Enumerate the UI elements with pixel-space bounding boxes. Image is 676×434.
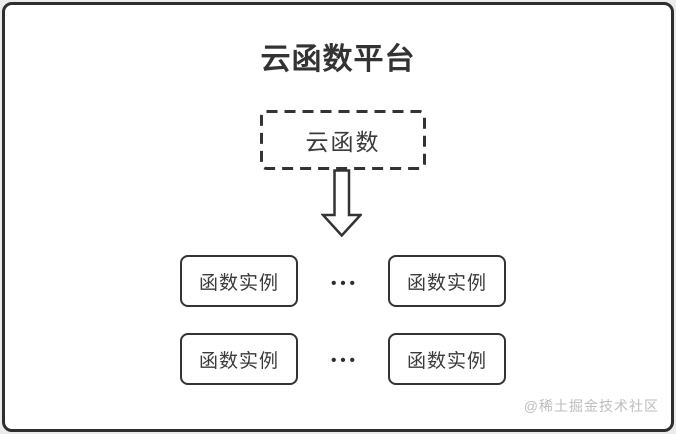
watermark: @稀土掘金技术社区 xyxy=(523,398,659,414)
ellipsis-icon: ••• xyxy=(331,351,359,369)
function-instance-node: 函数实例 xyxy=(180,333,298,385)
function-instance-node: 函数实例 xyxy=(388,333,506,385)
diagram-title: 云函数平台 xyxy=(260,43,416,76)
function-instance-node: 函数实例 xyxy=(388,255,506,307)
ellipsis-icon: ••• xyxy=(331,274,359,292)
cloud-function-label: 云函数 xyxy=(305,129,381,155)
down-arrow-icon xyxy=(321,169,362,237)
function-instance-node: 函数实例 xyxy=(180,255,298,307)
dashed-border xyxy=(260,110,426,170)
cloud-function-node: 云函数 xyxy=(260,110,426,170)
